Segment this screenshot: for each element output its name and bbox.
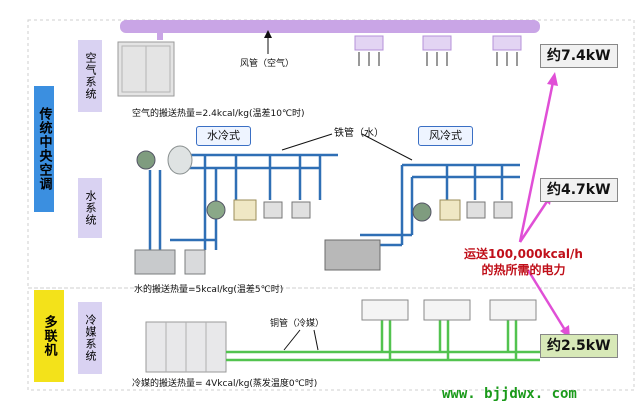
water-pump (184, 249, 206, 275)
cassette-unit-1 (263, 201, 283, 219)
air-cooled-equipment (324, 199, 513, 271)
air-cooled-tag: 风冷式 (418, 126, 473, 146)
power-refrigerant-box: 约2.5kW (540, 334, 618, 358)
vrf-indoor-unit-3 (489, 299, 537, 321)
watermark-text: www. bjjdwx. com (442, 386, 577, 402)
chiller (134, 249, 176, 275)
traditional-hvac-label: 传统中央空调 (36, 107, 52, 191)
fan-coil-unit-2 (439, 199, 461, 221)
arrow-head-air (547, 72, 558, 86)
power-annotation-line1: 运送100,000kcal/h (464, 247, 583, 261)
steel-pipe-pointers (281, 133, 413, 161)
traditional-hvac-bar: 传统中央空调 (34, 86, 54, 212)
air-outlets (354, 35, 522, 51)
fan-coil-pump (206, 200, 226, 220)
water-system-label: 水系统 (84, 190, 97, 226)
air-flow-arrows (358, 52, 518, 66)
vrf-indoor-units (361, 299, 537, 321)
vrf-label: 多联机 (41, 315, 57, 357)
power-annotation-line2: 的热所需的电力 (481, 263, 566, 277)
steel-pipe-label: 铁管（水） (334, 128, 384, 139)
power-arrows (518, 81, 567, 331)
air-heat-label: 空气的搬送热量=2.4kcal/kg(温差10℃时) (132, 109, 305, 119)
water-system-box: 水系统 (78, 178, 102, 238)
vrf-indoor-unit-2 (423, 299, 471, 321)
refrigerant-system-label: 冷媒系统 (84, 314, 97, 362)
cassette-unit-2 (291, 201, 311, 219)
air-system-box: 空气系统 (78, 40, 102, 112)
power-water-box: 约4.7kW (540, 178, 618, 202)
air-duct-label: 风管（空气） (240, 59, 295, 69)
refrigerant-heat-label: 冷媒的搬送热量= 4Vkcal/kg(蒸发温度0℃时) (132, 379, 318, 389)
vrf-indoor-unit-1 (361, 299, 409, 321)
cassette-unit-4 (493, 201, 513, 219)
vrf-bar: 多联机 (34, 290, 64, 382)
air-duct-connector (157, 23, 180, 40)
air-cooled-chiller (324, 239, 381, 271)
air-duct-pointer-head (264, 30, 272, 38)
power-annotation: 运送100,000kcal/h 的热所需的电力 (464, 246, 583, 278)
cooling-tower (167, 145, 193, 175)
air-outlet-1 (354, 35, 384, 51)
water-pipes-left (148, 153, 338, 252)
air-cooled-pump (412, 202, 432, 222)
vrf-frame (27, 287, 635, 391)
cassette-unit-3 (466, 201, 486, 219)
cooling-pump (136, 150, 156, 170)
refrigerant-pipes (226, 320, 540, 362)
power-air-box: 约7.4kW (540, 44, 618, 68)
copper-pipe-pointers (283, 329, 319, 351)
air-system-label: 空气系统 (84, 52, 97, 100)
water-heat-label: 水的搬送热量=5kcal/kg(温差5℃时) (134, 285, 284, 295)
water-cooled-equipment (134, 145, 311, 275)
air-outlet-3 (492, 35, 522, 51)
air-duct (120, 20, 540, 33)
water-cooled-tag: 水冷式 (196, 126, 251, 146)
refrigerant-system-box: 冷媒系统 (78, 302, 102, 374)
air-outlet-2 (422, 35, 452, 51)
copper-pipe-label: 铜管（冷媒） (270, 319, 325, 329)
fan-coil-unit-1 (233, 199, 257, 221)
